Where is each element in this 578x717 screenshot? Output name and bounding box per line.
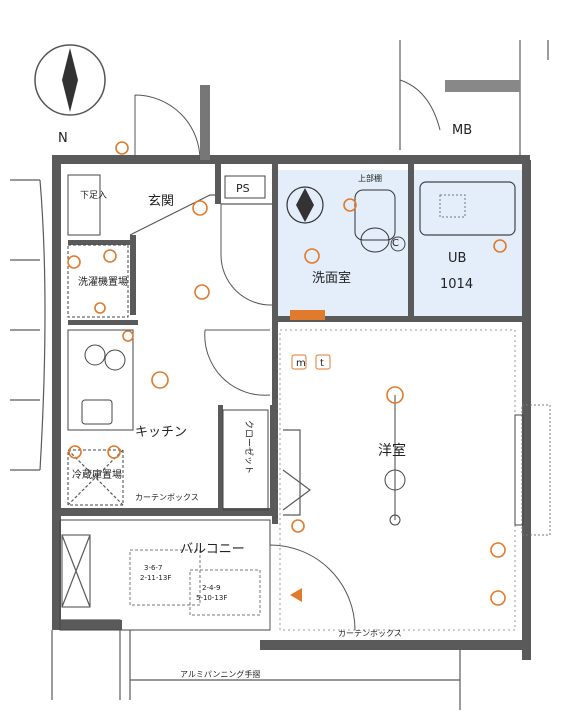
unit-bath-area: [414, 170, 522, 316]
unit-bath-size-label: 1014: [440, 277, 473, 292]
external-lines: [399, 40, 549, 161]
entrance-label: 玄関: [148, 194, 174, 209]
shoe-box-label: 下足入: [80, 190, 107, 201]
aluminum-panning-label: アルミパンニング手摺: [180, 669, 260, 679]
compass-circle: [34, 44, 106, 116]
outlet-icon: [343, 198, 357, 212]
curtain-box-2-label: カーテンボックス: [338, 629, 402, 638]
outlet-icon: [103, 249, 117, 263]
washer-space: [67, 244, 129, 318]
dim-1b-label: 2-11-13F: [140, 574, 171, 582]
mb-label: MB: [452, 123, 472, 138]
outer-walls: [52, 155, 531, 660]
light-icon: [151, 371, 169, 389]
washer-space-label: 洗濯機置場: [78, 275, 128, 288]
outlets: [67, 141, 507, 606]
balcony: [59, 519, 356, 631]
outlet-icon: [490, 542, 506, 558]
toilet-icon: [354, 189, 396, 241]
heater-icon: [290, 310, 325, 320]
bathtub: [419, 181, 516, 236]
ps-label: PS: [236, 182, 250, 195]
compass-needle-icon: [62, 48, 78, 112]
closet-label: クローゼット: [243, 420, 255, 474]
closet: [222, 409, 269, 511]
bottom-exterior: [51, 619, 461, 710]
c-mark-label: C: [392, 238, 399, 249]
western-room: [279, 329, 551, 631]
left-exterior: [10, 179, 46, 471]
outlet-icon: [115, 141, 129, 155]
outlet-icon: [291, 519, 305, 533]
outlet-icon: [94, 302, 106, 314]
curtain-box-1-label: カーテンボックス: [135, 493, 199, 502]
mt-m-label: m: [296, 358, 306, 369]
mt-boxes: m t C: [291, 238, 399, 370]
interior-walls: [68, 164, 522, 524]
balcony-unit-1: [129, 549, 201, 606]
outlet-icon: [493, 239, 507, 253]
ventilation-fan-icon: [286, 186, 324, 224]
mt-t-label: t: [320, 358, 324, 369]
western-room-label: 洋室: [378, 442, 406, 459]
unit-bath-code-label: UB: [448, 251, 466, 266]
outlet-icon: [68, 445, 82, 459]
sink-icon: [81, 399, 113, 425]
room-door[interactable]: [204, 329, 271, 396]
washroom-door[interactable]: [220, 204, 273, 306]
dim-2b-label: 5-10-13F: [196, 594, 227, 602]
outlet-icon: [107, 445, 121, 459]
light-icon: [194, 284, 210, 300]
balcony-label: バルコニー: [180, 542, 245, 557]
balcony-unit-2: [189, 569, 261, 616]
window-right: [521, 404, 551, 536]
dim-2a-label: 2-4-9: [202, 584, 220, 592]
upper-cabinet-label: 上部棚: [358, 173, 382, 183]
dim-1a-label: 3-6-7: [144, 564, 162, 572]
fridge-space: [67, 449, 124, 506]
entrance-door[interactable]: [134, 85, 210, 161]
outlet-icon: [67, 255, 81, 269]
north-label: N: [58, 131, 68, 146]
light-icon: [192, 200, 208, 216]
kitchen-counter: [67, 329, 134, 506]
fridge-space-label: 冷蔵庫置場: [72, 468, 122, 481]
washroom-area: [278, 170, 408, 316]
washroom-label: 洗面室: [312, 270, 351, 286]
balcony-storage: [61, 534, 91, 608]
outlet-icon: [122, 330, 134, 342]
light-icon: [304, 248, 320, 264]
compass: N: [34, 44, 106, 146]
arrow-icon: [290, 588, 302, 602]
washroom-fixtures: [286, 186, 406, 264]
bath-drain-icon: [439, 194, 466, 218]
kitchen-label: キッチン: [135, 425, 187, 440]
shoe-box: [67, 174, 101, 236]
outlet-icon: [490, 590, 506, 606]
ps-box: [224, 175, 266, 199]
